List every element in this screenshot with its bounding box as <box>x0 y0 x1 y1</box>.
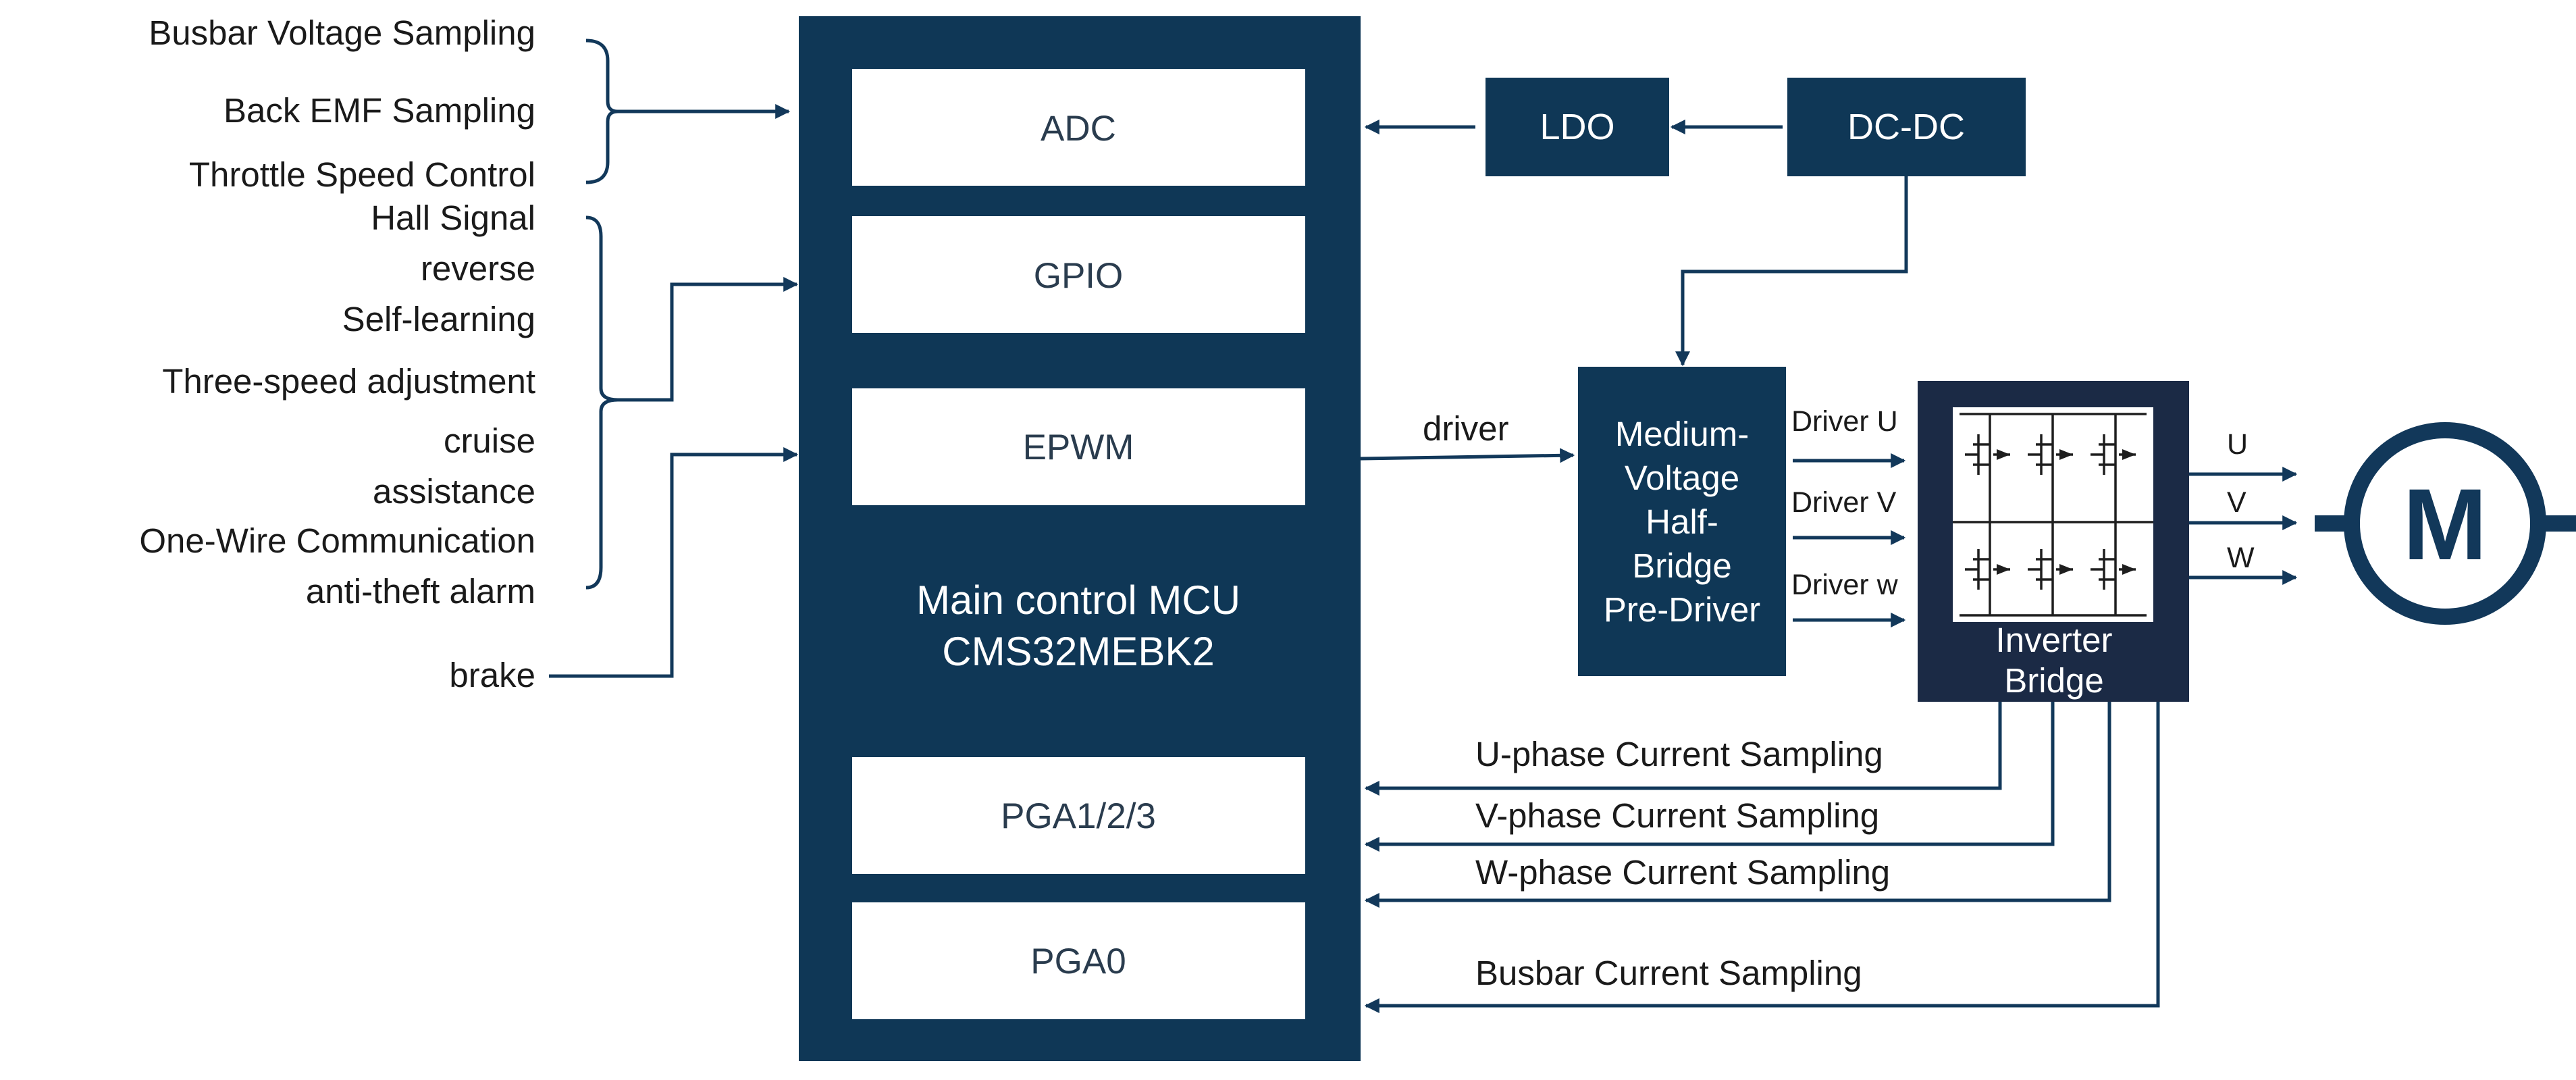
feedback-label: W-phase Current Sampling <box>1475 853 1890 892</box>
mcu-title: Main control MCU <box>916 577 1240 623</box>
left-input-labels: Busbar Voltage Sampling Back EMF Samplin… <box>139 14 535 694</box>
input-label: reverse <box>421 249 535 288</box>
epwm-module <box>852 388 1305 505</box>
mcu-block <box>799 16 1361 1061</box>
motor-label: M <box>2403 467 2488 581</box>
phase-u-label: U <box>2227 428 2248 461</box>
u-phase-sampling-arrow <box>1364 702 2002 796</box>
input-label: Three-speed adjustment <box>162 362 535 401</box>
inverter-label-line1: Inverter <box>1996 621 2113 659</box>
v-phase-sampling-arrow <box>1364 702 2055 852</box>
feedback-label: U-phase Current Sampling <box>1475 735 1883 773</box>
dcdc-label: DC-DC <box>1847 107 1965 147</box>
gpio-module-label: GPIO <box>1034 256 1124 296</box>
ldo-block <box>1486 78 1669 176</box>
input-label: Busbar Voltage Sampling <box>149 14 535 52</box>
input-label: Throttle Speed Control <box>189 155 535 194</box>
predriver-block <box>1578 367 1786 676</box>
driver-signal-label: driver <box>1423 409 1509 448</box>
pga123-module <box>852 757 1305 874</box>
predriver-label-line: Pre-Driver <box>1604 590 1760 629</box>
feedback-label: V-phase Current Sampling <box>1475 796 1879 835</box>
input-label: cruise <box>444 421 535 460</box>
predriver-label-line: Voltage <box>1625 459 1739 497</box>
pga0-module-label: PGA0 <box>1030 942 1126 981</box>
predriver-label: Medium- Voltage Half- Bridge Pre-Driver <box>1604 415 1760 629</box>
busbar-sampling-arrow <box>1364 702 2160 1014</box>
epwm-module-label: EPWM <box>1023 428 1134 467</box>
pga0-module <box>852 902 1305 1019</box>
dcdc-block <box>1787 78 2026 176</box>
gpio-input-arrow <box>618 276 799 402</box>
epwm-to-predriver-arrow <box>1360 448 1575 463</box>
input-label: Back EMF Sampling <box>224 91 535 130</box>
predriver-label-line: Medium- <box>1615 415 1749 453</box>
predriver-label-line: Half- <box>1646 503 1718 541</box>
input-label: anti-theft alarm <box>306 572 535 611</box>
adc-module <box>852 69 1305 186</box>
input-label: One-Wire Communication <box>139 521 535 560</box>
ldo-label: LDO <box>1540 107 1614 147</box>
brake-input-arrow <box>549 446 799 678</box>
predriver-label-line: Bridge <box>1632 546 1731 585</box>
phase-w-label: W <box>2227 542 2255 574</box>
brake-label: brake <box>449 656 535 694</box>
adc-group-brace <box>585 38 619 184</box>
driver-u-label: Driver U <box>1791 405 1898 438</box>
feedback-label: Busbar Current Sampling <box>1475 954 1862 992</box>
input-label: Self-learning <box>342 300 535 338</box>
pga123-module-label: PGA1/2/3 <box>1001 796 1156 836</box>
driver-w-label: Driver w <box>1791 569 1899 601</box>
input-label: Hall Signal <box>371 199 535 237</box>
w-phase-sampling-arrow <box>1364 702 2111 908</box>
phase-v-label: V <box>2227 486 2246 519</box>
inverter-label-line2: Bridge <box>2004 661 2103 700</box>
dcdc-to-predriver-arrow <box>1675 176 1908 367</box>
driver-v-label: Driver V <box>1791 486 1897 519</box>
gpio-group-brace <box>585 215 619 590</box>
input-label: assistance <box>373 472 535 511</box>
gpio-module <box>852 216 1305 333</box>
mcu-part-number: CMS32MEBK2 <box>942 629 1214 674</box>
adc-module-label: ADC <box>1041 109 1116 149</box>
mosfet-schematic <box>1953 413 2153 617</box>
motor-icon: M <box>2315 422 2576 625</box>
